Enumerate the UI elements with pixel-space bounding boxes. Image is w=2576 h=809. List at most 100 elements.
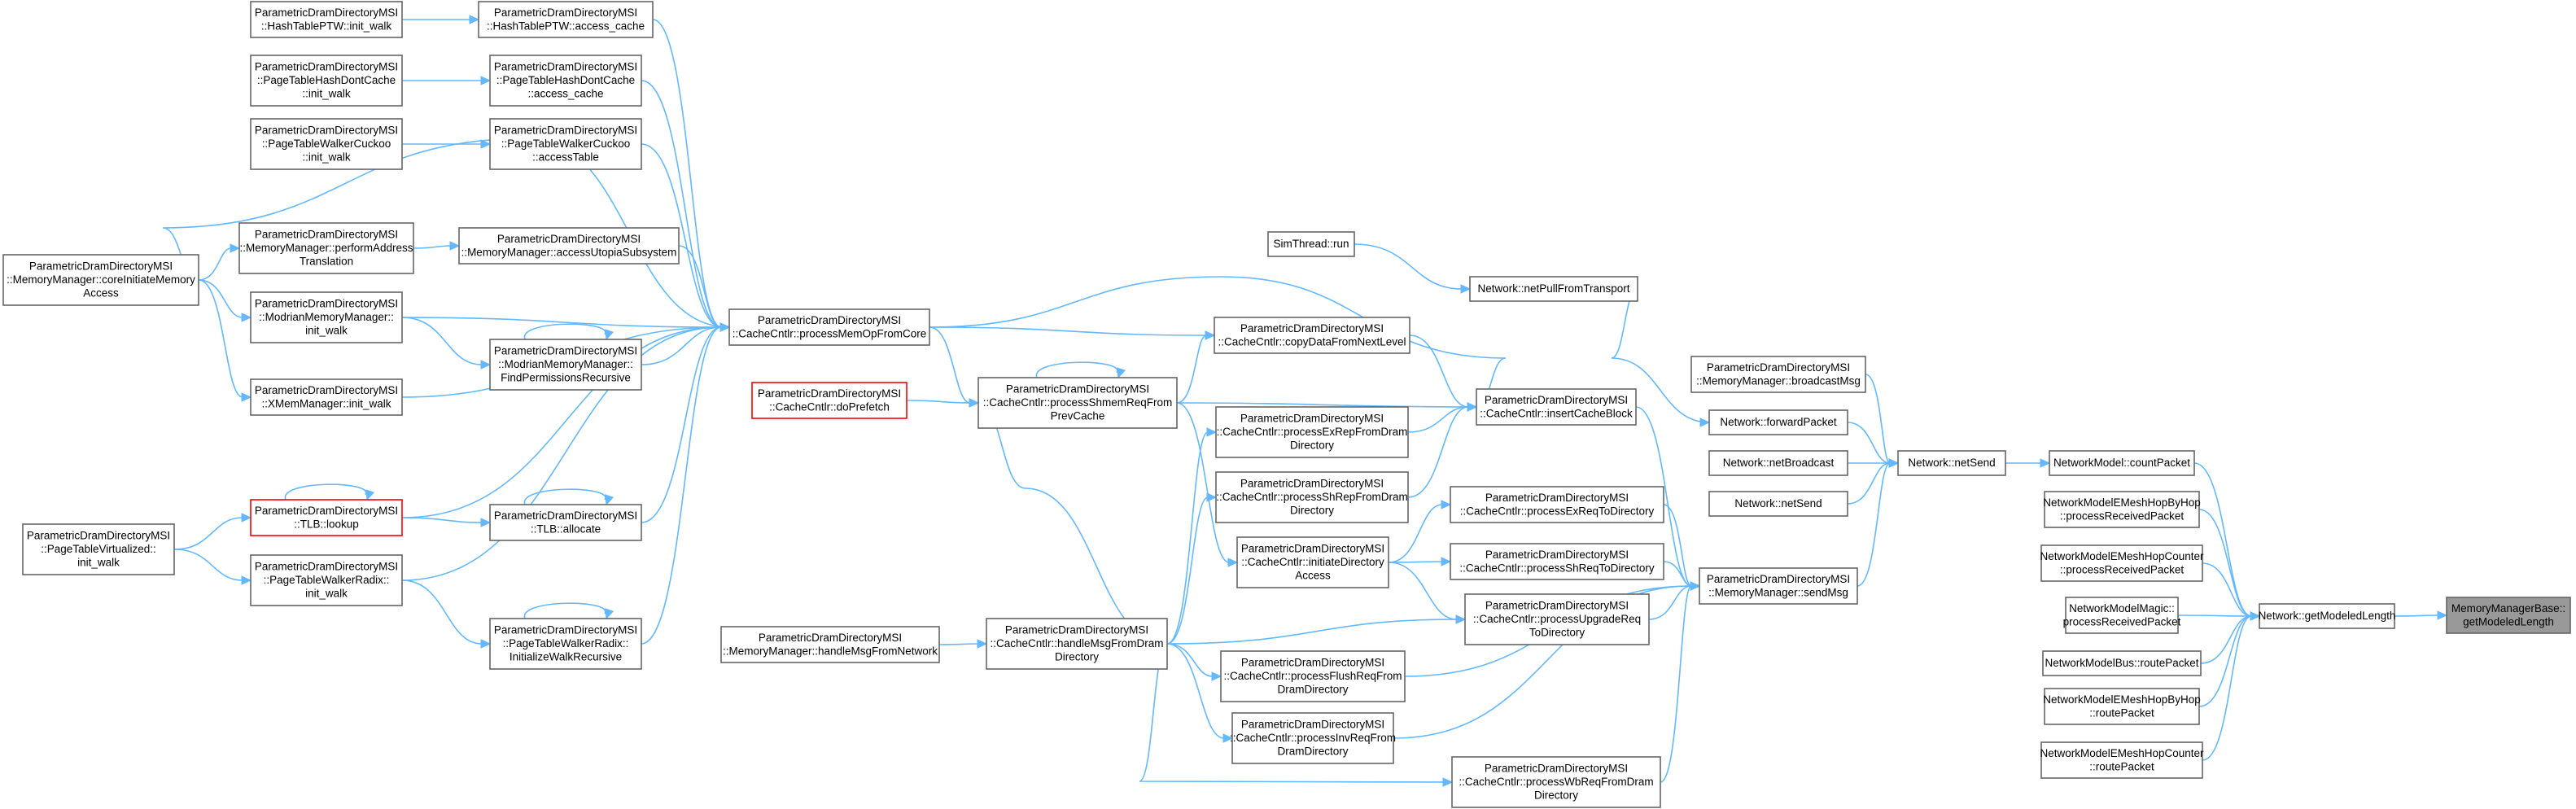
node-label-line: ::MemoryManager::sendMsg bbox=[1708, 586, 1848, 598]
call-edge bbox=[402, 15, 480, 24]
function-node-ptwc-init[interactable]: ParametricDramDirectoryMSI::PageTableWal… bbox=[250, 118, 403, 170]
call-edge bbox=[2202, 611, 2261, 761]
function-node-net-send[interactable]: Network::netSend bbox=[1897, 450, 2006, 476]
call-edge bbox=[401, 517, 492, 527]
function-node-mm-sendmsg[interactable]: ParametricDramDirectoryMSI::MemoryManage… bbox=[1699, 567, 1858, 605]
node-label-line: Network::netSend bbox=[1908, 457, 1995, 469]
function-node-cc-inv[interactable]: ParametricDramDirectoryMSI::CacheCntlr::… bbox=[1230, 712, 1396, 764]
node-label-line: NetworkModelEMeshHopByHop bbox=[2043, 496, 2201, 509]
node-label-line: ParametricDramDirectoryMSI bbox=[255, 229, 398, 241]
edge-line bbox=[198, 279, 243, 398]
function-node-cc-initdir[interactable]: ParametricDramDirectoryMSI::CacheCntlr::… bbox=[1236, 536, 1389, 588]
function-node-cc-insert[interactable]: ParametricDramDirectoryMSI::CacheCntlr::… bbox=[1476, 388, 1637, 426]
call-edge bbox=[2394, 610, 2448, 620]
edge-line bbox=[524, 602, 606, 619]
function-node-cc-handle[interactable]: ParametricDramDirectoryMSI::CacheCntlr::… bbox=[986, 618, 1168, 670]
function-node-net-pull[interactable]: Network::netPullFromTransport bbox=[1469, 276, 1638, 302]
function-node-modrian-find[interactable]: ParametricDramDirectoryMSI::ModrianMemor… bbox=[489, 339, 642, 391]
node-label-line: Directory bbox=[1290, 439, 1334, 452]
function-node-mm-perform[interactable]: ParametricDramDirectoryMSI::MemoryManage… bbox=[238, 222, 414, 274]
node-box bbox=[250, 378, 403, 416]
function-node-pthdc-access[interactable]: ParametricDramDirectoryMSI::PageTableHas… bbox=[489, 55, 642, 107]
node-label-line: ParametricDramDirectoryMSI bbox=[759, 632, 902, 644]
function-node-mm-core[interactable]: ParametricDramDirectoryMSI::MemoryManage… bbox=[2, 254, 199, 306]
edge-line bbox=[929, 276, 1507, 408]
function-node-mmb-getlen[interactable]: MemoryManagerBase::getModeledLength bbox=[2446, 597, 2571, 634]
function-node-nme-counter-recv[interactable]: NetworkModelEMeshHopCounter::processRece… bbox=[2040, 544, 2204, 582]
node-label-line: Network::getModeledLength bbox=[2259, 610, 2396, 622]
node-box bbox=[489, 55, 642, 107]
function-node-cc-upgrade[interactable]: ParametricDramDirectoryMSI::CacheCntlr::… bbox=[1464, 593, 1650, 645]
call-edge bbox=[401, 579, 492, 649]
node-label-line: ::CacheCntlr::processFlushReqFrom bbox=[1223, 670, 1402, 682]
arrowhead bbox=[1206, 427, 1218, 437]
function-node-net-broadcast[interactable]: Network::netBroadcast bbox=[1708, 450, 1848, 476]
function-node-xmem-init[interactable]: ParametricDramDirectoryMSI::XMemManager:… bbox=[250, 378, 403, 416]
function-node-cc-prefetch[interactable]: ParametricDramDirectoryMSI::CacheCntlr::… bbox=[751, 382, 908, 419]
function-node-net-forward[interactable]: Network::forwardPacket bbox=[1708, 409, 1848, 435]
node-label-line: ::HashTablePTW::access_cache bbox=[487, 20, 645, 32]
node-label-line: ::access_cache bbox=[527, 88, 603, 100]
self-call-edge bbox=[524, 488, 614, 506]
function-node-pthdc-init[interactable]: ParametricDramDirectoryMSI::PageTableHas… bbox=[250, 55, 403, 107]
function-node-ptwc-access[interactable]: ParametricDramDirectoryMSI::PageTableWal… bbox=[489, 118, 642, 170]
function-node-net-getlen[interactable]: Network::getModeledLength bbox=[2259, 603, 2396, 629]
node-label-line: ParametricDramDirectoryMSI bbox=[255, 298, 398, 310]
function-node-cc-shreq[interactable]: ParametricDramDirectoryMSI::CacheCntlr::… bbox=[1450, 543, 1664, 580]
function-node-tlb-lookup[interactable]: ParametricDramDirectoryMSI::TLB::lookup bbox=[250, 499, 403, 536]
node-box bbox=[986, 618, 1168, 670]
node-box bbox=[489, 618, 642, 670]
function-node-cc-flush[interactable]: ParametricDramDirectoryMSI::CacheCntlr::… bbox=[1220, 650, 1406, 702]
function-node-hashptw-init[interactable]: ParametricDramDirectoryMSI::HashTablePTW… bbox=[250, 1, 403, 38]
node-box bbox=[250, 499, 403, 536]
node-box bbox=[728, 308, 930, 346]
node-box bbox=[250, 291, 403, 343]
call-edge bbox=[2193, 462, 2261, 621]
function-node-simthread[interactable]: SimThread::run bbox=[1267, 231, 1355, 257]
function-node-net-send-plain[interactable]: Network::netSend bbox=[1708, 491, 1848, 517]
call-edge bbox=[977, 398, 1168, 645]
node-label-line: NetworkModelEMeshHopCounter bbox=[2040, 747, 2204, 759]
function-node-ptwr-init[interactable]: ParametricDramDirectoryMSI::PageTableWal… bbox=[250, 554, 403, 606]
function-node-ptv-init[interactable]: ParametricDramDirectoryMSI::PageTableVir… bbox=[22, 523, 175, 575]
function-node-cc-exrep[interactable]: ParametricDramDirectoryMSI::CacheCntlr::… bbox=[1215, 406, 1409, 458]
node-label-line: ParametricDramDirectoryMSI bbox=[29, 260, 173, 273]
function-node-tlb-allocate[interactable]: ParametricDramDirectoryMSI::TLB::allocat… bbox=[489, 504, 642, 541]
function-node-ptwr-recursive[interactable]: ParametricDramDirectoryMSI::PageTableWal… bbox=[489, 618, 642, 670]
function-node-cc-memop[interactable]: ParametricDramDirectoryMSI::CacheCntlr::… bbox=[728, 308, 930, 346]
function-node-nm-magic-recv[interactable]: NetworkModelMagic::processReceivedPacket bbox=[2063, 597, 2181, 634]
function-node-modrian-init[interactable]: ParametricDramDirectoryMSI::ModrianMemor… bbox=[250, 291, 403, 343]
edge-line bbox=[977, 402, 1168, 645]
function-node-hashptw-access[interactable]: ParametricDramDirectoryMSI::HashTablePTW… bbox=[478, 1, 654, 38]
function-node-cc-shrep[interactable]: ParametricDramDirectoryMSI::CacheCntlr::… bbox=[1215, 471, 1409, 523]
call-edge bbox=[641, 80, 731, 332]
node-label-line: Translation bbox=[300, 256, 353, 268]
node-label-line: ::TLB::allocate bbox=[531, 523, 601, 535]
node-label-line: NetworkModel::countPacket bbox=[2053, 457, 2190, 469]
function-node-nm-count[interactable]: NetworkModel::countPacket bbox=[2049, 450, 2195, 476]
node-label-line: Network::netBroadcast bbox=[1723, 457, 1835, 469]
node-box bbox=[2040, 741, 2203, 779]
function-node-nm-bus-route[interactable]: NetworkModelBus::routePacket bbox=[2042, 650, 2202, 676]
node-box bbox=[250, 55, 403, 107]
function-node-mm-broadcast[interactable]: ParametricDramDirectoryMSI::MemoryManage… bbox=[1690, 356, 1866, 393]
call-edge bbox=[1166, 492, 1218, 645]
function-node-nme-hopbyhop-route[interactable]: NetworkModelEMeshHopByHop::routePacket bbox=[2043, 688, 2201, 725]
function-node-mm-handle[interactable]: ParametricDramDirectoryMSI::MemoryManage… bbox=[720, 626, 940, 663]
function-node-cc-shmem[interactable]: ParametricDramDirectoryMSI::CacheCntlr::… bbox=[977, 377, 1178, 429]
self-call-edge bbox=[285, 483, 375, 501]
node-label-line: ParametricDramDirectoryMSI bbox=[1485, 549, 1629, 561]
function-node-mm-utopia[interactable]: ParametricDramDirectoryMSI::MemoryManage… bbox=[458, 227, 680, 265]
function-node-nme-counter-route[interactable]: NetworkModelEMeshHopCounter::routePacket bbox=[2040, 741, 2204, 779]
function-node-nme-hopbyhop-recv[interactable]: NetworkModelEMeshHopByHop::processReceiv… bbox=[2043, 491, 2201, 528]
function-node-cc-wbreq[interactable]: ParametricDramDirectoryMSI::CacheCntlr::… bbox=[1451, 756, 1661, 808]
function-node-cc-exreq[interactable]: ParametricDramDirectoryMSI::CacheCntlr::… bbox=[1450, 486, 1664, 523]
edge-line bbox=[1388, 504, 1443, 563]
edge-line bbox=[1176, 402, 1230, 563]
edge-line bbox=[1663, 504, 1692, 587]
function-node-cc-copy[interactable]: ParametricDramDirectoryMSI::CacheCntlr::… bbox=[1214, 317, 1410, 354]
edge-line bbox=[1176, 335, 1207, 404]
call-edge bbox=[413, 241, 461, 251]
arrowhead bbox=[1455, 614, 1467, 624]
